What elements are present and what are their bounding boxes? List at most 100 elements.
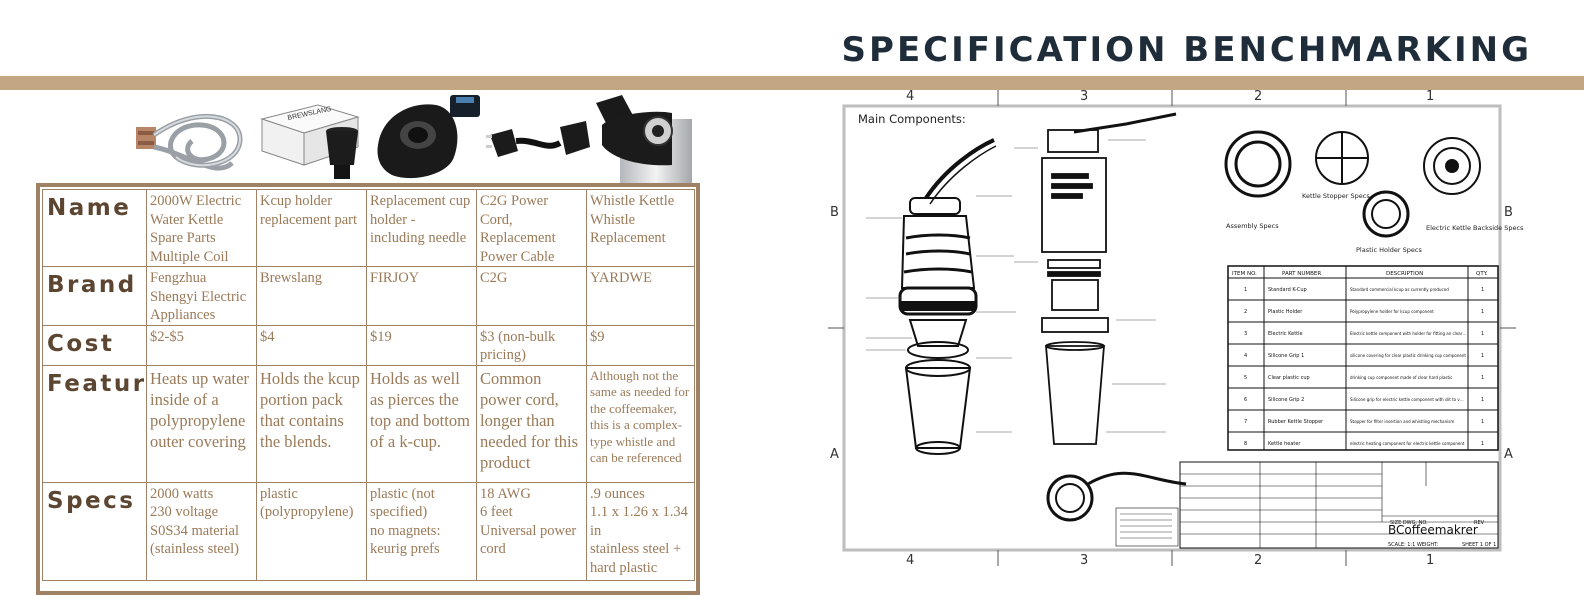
table-cell: $9 bbox=[586, 324, 695, 366]
rev-label: REV bbox=[1474, 520, 1485, 526]
bom-header: ITEM NO. bbox=[1232, 271, 1257, 277]
table-row: Brand Fengzhua Shengyi Electric Applianc… bbox=[42, 266, 695, 326]
bom-cell: 1 bbox=[1481, 353, 1484, 359]
zone-label-bottom: 2 bbox=[1254, 553, 1262, 568]
table-cell: Holds the kcup portion pack that contain… bbox=[256, 364, 367, 483]
size-label: SIZE DWG. NO. bbox=[1390, 520, 1428, 526]
bom-cell: Electric kettle component with holder fo… bbox=[1350, 331, 1466, 336]
zone-label-left: B bbox=[830, 205, 839, 220]
bom-cell: drinking cup component made of clear har… bbox=[1350, 375, 1452, 380]
table-cell: Heats up water inside of a polypropylene… bbox=[146, 364, 257, 483]
bom-cell: silicone covering for clear plastic drin… bbox=[1350, 353, 1466, 358]
bom-cell: 7 bbox=[1244, 419, 1247, 425]
table-cell: 18 AWG 6 feet Universal power cord bbox=[476, 481, 587, 581]
bom-cell: 1 bbox=[1481, 331, 1484, 337]
table-cell: Fengzhua Shengyi Electric Appliances bbox=[146, 266, 257, 326]
product-images: BREWSLANG bbox=[136, 95, 700, 183]
table-cell: Kcup holder replacement part bbox=[256, 189, 367, 267]
zone-label-top: 1 bbox=[1426, 89, 1434, 104]
heating-coil-image bbox=[136, 113, 243, 171]
bom-cell: 1 bbox=[1481, 287, 1484, 293]
table-cell: Whistle Kettle Whistle Replacement bbox=[586, 189, 695, 267]
bom-cell: Standard K-Cup bbox=[1268, 287, 1307, 293]
table-cell: plastic (not specified) no magnets: keur… bbox=[366, 481, 477, 581]
bom-cell: 6 bbox=[1244, 397, 1247, 403]
zone-label-right: B bbox=[1504, 205, 1513, 220]
zone-label-bottom: 3 bbox=[1080, 553, 1088, 568]
table-cell: $19 bbox=[366, 324, 477, 366]
table-row: Specs 2000 watts 230 voltage S0S34 mater… bbox=[42, 481, 695, 581]
row-label-cost: Cost bbox=[42, 324, 147, 366]
kcup-holder-box-image: BREWSLANG bbox=[260, 104, 360, 179]
table-cell: FIRJOY bbox=[366, 266, 477, 326]
main-components-label: Main Components: bbox=[858, 112, 966, 126]
table-cell: Replacement cup holder - including needl… bbox=[366, 189, 477, 267]
bom-cell: 1 bbox=[1481, 397, 1484, 403]
table-cell: $2-$5 bbox=[146, 324, 257, 366]
bom-cell: Rubber Kettle Stopper bbox=[1268, 419, 1324, 425]
side-view bbox=[1041, 112, 1177, 445]
zone-label-bottom: 1 bbox=[1426, 553, 1434, 568]
table-cell: 2000W Electric Water Kettle Spare Parts … bbox=[146, 189, 257, 267]
bom-header: DESCRIPTION bbox=[1386, 271, 1423, 277]
table-row: Features Heats up water inside of a poly… bbox=[42, 364, 695, 483]
bom-cell: Electric Kettle bbox=[1268, 331, 1303, 337]
bom-cell: 3 bbox=[1244, 331, 1247, 337]
row-label-specs: Specs bbox=[42, 481, 147, 581]
bom-cell: 1 bbox=[1481, 419, 1484, 425]
table-cell: Holds as well as pierces the top and bot… bbox=[366, 364, 477, 483]
power-cord-image bbox=[486, 121, 590, 157]
table-cell: $4 bbox=[256, 324, 367, 366]
spec-table-frame: Name 2000W Electric Water Kettle Spare P… bbox=[36, 183, 700, 595]
circular-views bbox=[1224, 130, 1481, 238]
whistle-image bbox=[596, 95, 692, 183]
bom-cell: Clear plastic cup bbox=[1268, 375, 1310, 381]
drawing-name: BCoffeemakrer bbox=[1388, 523, 1478, 537]
engineering-drawing: 4 3 2 1 4 3 2 1 B A B A Main Components: bbox=[828, 89, 1524, 568]
assembly-ring-view bbox=[1046, 471, 1187, 522]
table-cell: YARDWE bbox=[586, 266, 695, 326]
table-cell: $3 (non-bulk pricing) bbox=[476, 324, 587, 366]
bom-cell: Polypropylene holder for kcup component bbox=[1350, 309, 1434, 314]
bom-header: QTY. bbox=[1476, 271, 1488, 277]
zone-label-left: A bbox=[830, 447, 839, 462]
bom-cell: 2 bbox=[1244, 309, 1247, 315]
row-label-name: Name bbox=[42, 189, 147, 267]
exploded-assembly-view bbox=[898, 138, 997, 455]
bom-cell: Stopper for filter insertion and whistli… bbox=[1350, 419, 1454, 424]
zone-label-top: 3 bbox=[1080, 89, 1088, 104]
table-cell: C2G Power Cord, Replacement Power Cable bbox=[476, 189, 587, 267]
zone-label-top: 2 bbox=[1254, 89, 1262, 104]
table-row: Name 2000W Electric Water Kettle Spare P… bbox=[42, 189, 695, 267]
table-cell: C2G bbox=[476, 266, 587, 326]
view-label-stopper: Kettle Stopper Specs bbox=[1302, 192, 1370, 200]
row-label-brand: Brand bbox=[42, 266, 147, 326]
bom-cell: 1 bbox=[1481, 309, 1484, 315]
view-label-assembly: Assembly Specs bbox=[1226, 222, 1279, 230]
bom-cell: 1 bbox=[1244, 287, 1247, 293]
bom-cell: Kettle heater bbox=[1268, 441, 1301, 447]
view-label-holder: Plastic Holder Specs bbox=[1356, 246, 1422, 254]
zone-label-bottom: 4 bbox=[906, 553, 914, 568]
table-cell: Common power cord, longer than needed fo… bbox=[476, 364, 587, 483]
table-cell: plastic (polypropylene) bbox=[256, 481, 367, 581]
bom-cell: Standard commercial kcup as currently pr… bbox=[1350, 287, 1449, 292]
bom-cell: 4 bbox=[1244, 353, 1247, 359]
bom-cell: Silicone Grip 2 bbox=[1268, 397, 1304, 403]
bom-cell: 8 bbox=[1244, 441, 1247, 447]
table-cell: .9 ounces 1.1 x 1.26 x 1.34 in stainless… bbox=[586, 481, 695, 581]
bom-cell: Silicone Grip 1 bbox=[1268, 353, 1304, 359]
bom-cell: Silicone grip for electric kettle compon… bbox=[1350, 397, 1464, 402]
bom-cell: Plastic Holder bbox=[1268, 309, 1303, 315]
page-title: SPECIFICATION BENCHMARKING bbox=[841, 30, 1532, 70]
table-cell: Brewslang bbox=[256, 266, 367, 326]
table-cell: Although not the same as needed for the … bbox=[586, 364, 695, 483]
table-cell: 2000 watts 230 voltage S0S34 material (s… bbox=[146, 481, 257, 581]
spec-table: Name 2000W Electric Water Kettle Spare P… bbox=[42, 189, 695, 581]
header-band bbox=[0, 76, 1584, 90]
scale-label: SCALE: 1:1 WEIGHT: bbox=[1388, 542, 1439, 548]
bom-cell: 1 bbox=[1481, 441, 1484, 447]
table-row: Cost $2-$5 $4 $19 $3 (non-bulk pricing) … bbox=[42, 324, 695, 366]
bom-cell: 1 bbox=[1481, 375, 1484, 381]
